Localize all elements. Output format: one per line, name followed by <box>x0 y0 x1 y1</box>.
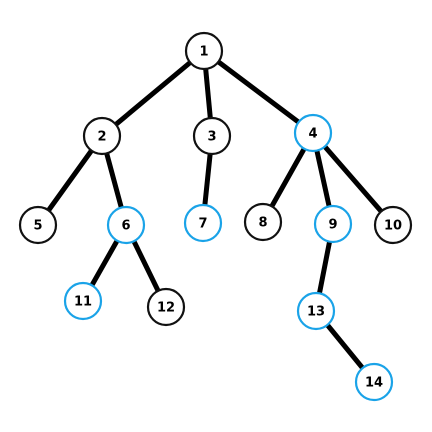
edge-1-2 <box>99 48 207 139</box>
node-circle-6 <box>106 205 146 245</box>
node-14: 14 <box>354 362 394 402</box>
node-label-1: 1 <box>199 45 208 60</box>
node-8: 8 <box>243 202 283 242</box>
node-label-2: 2 <box>97 130 106 145</box>
node-12: 12 <box>146 287 186 327</box>
node-3: 3 <box>192 116 232 156</box>
node-circle-7 <box>183 203 223 243</box>
node-circle-12 <box>146 287 186 327</box>
node-circle-5 <box>18 205 58 245</box>
node-label-14: 14 <box>365 376 383 391</box>
node-label-8: 8 <box>258 216 267 231</box>
node-circle-10 <box>373 205 413 245</box>
node-label-7: 7 <box>198 217 207 232</box>
node-1: 1 <box>184 31 224 71</box>
node-6: 6 <box>106 205 146 245</box>
node-circle-11 <box>63 281 103 321</box>
node-5: 5 <box>18 205 58 245</box>
node-4: 4 <box>293 113 333 153</box>
node-11: 11 <box>63 281 103 321</box>
node-circle-13 <box>296 291 336 331</box>
node-circle-8 <box>243 202 283 242</box>
node-13: 13 <box>296 291 336 331</box>
node-label-9: 9 <box>328 218 337 233</box>
edge-4-10 <box>310 130 396 228</box>
node-circle-9 <box>313 204 353 244</box>
node-2: 2 <box>82 116 122 156</box>
edge-1-4 <box>201 48 316 136</box>
node-label-6: 6 <box>121 219 130 234</box>
node-circle-4 <box>293 113 333 153</box>
node-circle-1 <box>184 31 224 71</box>
node-circle-2 <box>82 116 122 156</box>
node-label-10: 10 <box>384 219 402 234</box>
node-9: 9 <box>313 204 353 244</box>
node-label-4: 4 <box>308 127 317 142</box>
node-circle-3 <box>192 116 232 156</box>
node-label-11: 11 <box>74 295 92 310</box>
node-label-13: 13 <box>307 305 325 320</box>
node-10: 10 <box>373 205 413 245</box>
node-label-12: 12 <box>157 301 175 316</box>
node-circle-14 <box>354 362 394 402</box>
node-7: 7 <box>183 203 223 243</box>
node-label-5: 5 <box>33 219 42 234</box>
node-label-3: 3 <box>207 130 216 145</box>
